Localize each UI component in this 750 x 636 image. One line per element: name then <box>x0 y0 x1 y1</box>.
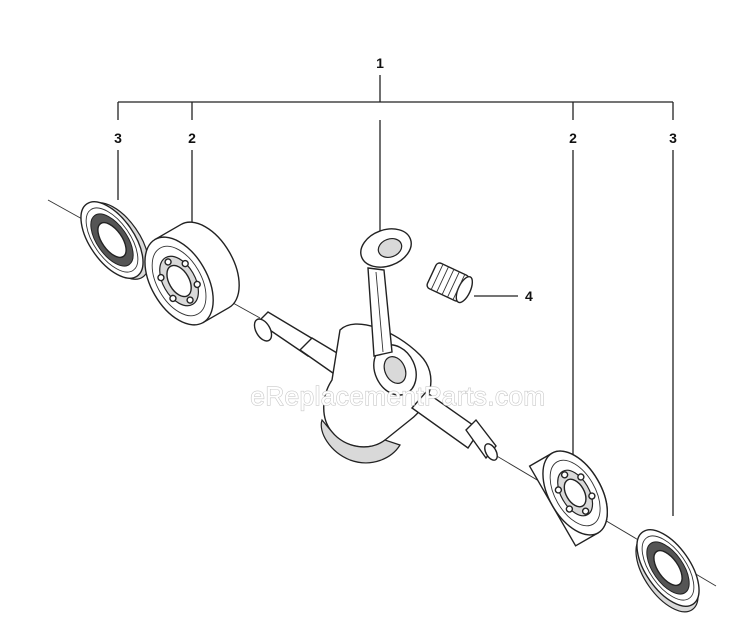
callout-crankshaft: 1 <box>376 55 384 71</box>
crankshaft-part <box>253 311 498 464</box>
bearing-left-part <box>144 221 240 326</box>
callout-needle-bearing: 4 <box>525 288 533 304</box>
watermark-text: eReplacementParts.com <box>250 381 545 411</box>
callout-seal-left: 3 <box>114 130 122 146</box>
seal-right-part <box>635 529 700 613</box>
bearing-right-part <box>528 450 609 547</box>
callout-seal-right: 3 <box>669 130 677 146</box>
callout-bearing-left: 2 <box>188 130 196 146</box>
connecting-rod-part <box>360 228 412 357</box>
callout-bearing-right: 2 <box>569 130 577 146</box>
needle-bearing-part <box>426 262 474 304</box>
seal-left-part <box>80 201 150 280</box>
callout-labels: 1 3 2 2 3 4 <box>114 55 677 304</box>
callout-leaders <box>117 75 674 516</box>
